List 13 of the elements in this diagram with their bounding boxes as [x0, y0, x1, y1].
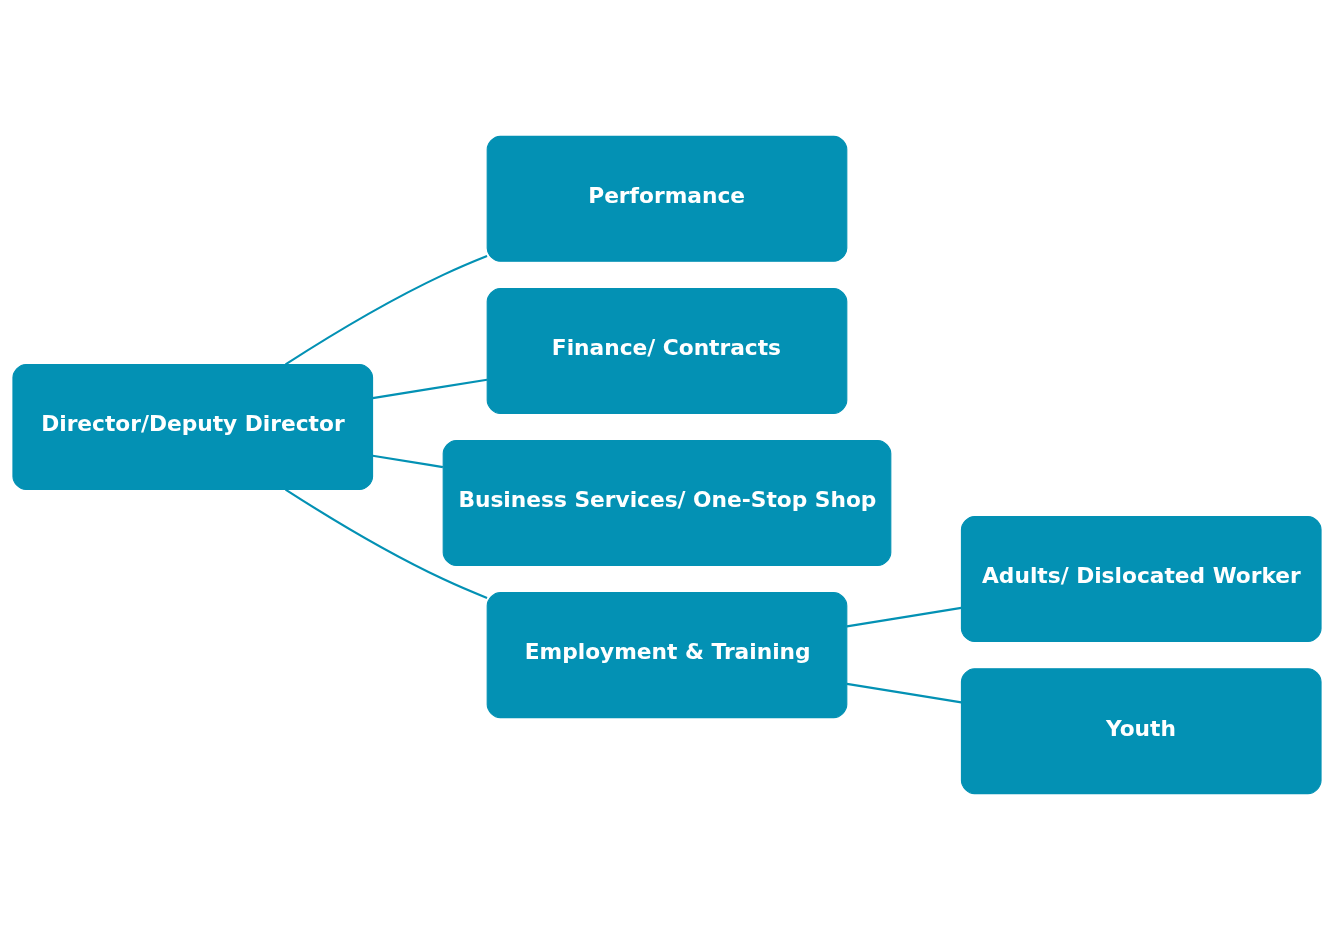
connector: [285, 488, 488, 599]
node-box: Business Services/ One-Stop Shop: [442, 440, 892, 567]
connector: [285, 255, 488, 366]
connector: [846, 682, 962, 704]
node-box: Employment & Training: [486, 592, 848, 719]
node-box: Adults/ Dislocated Worker: [960, 516, 1322, 643]
node-box: Finance/ Contracts: [486, 287, 848, 414]
connector: [372, 378, 488, 400]
node-box: Performance: [486, 135, 848, 262]
node-box: Youth: [960, 668, 1322, 795]
node-box: Director/Deputy Director: [12, 363, 374, 490]
connector: [846, 606, 962, 628]
connector: [372, 454, 444, 469]
